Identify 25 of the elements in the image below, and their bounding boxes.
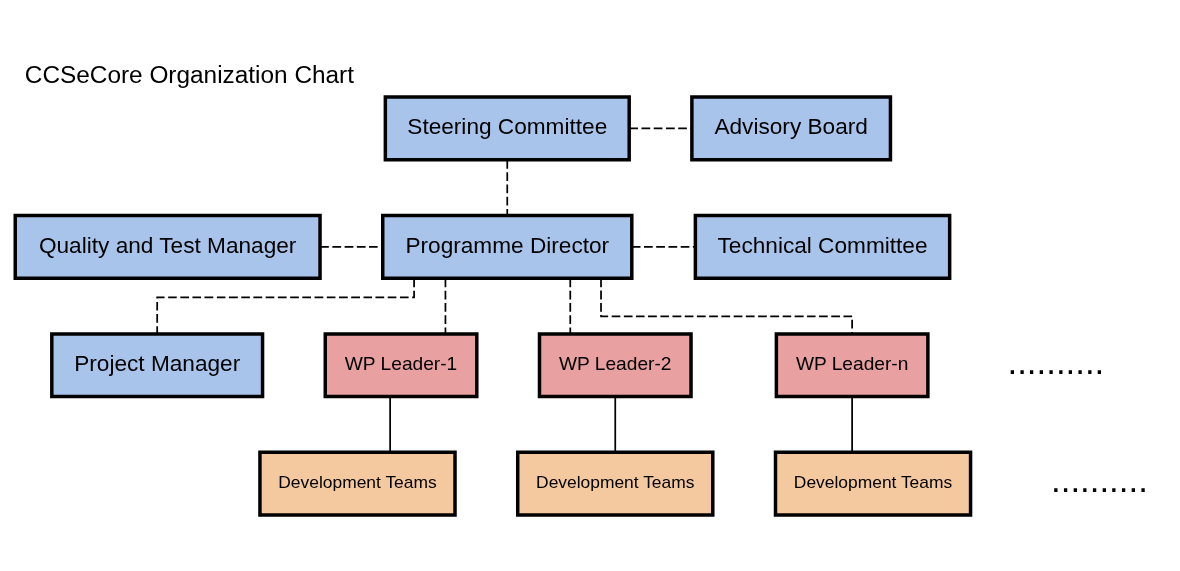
node-box: Development Teams — [258, 450, 457, 517]
connector — [156, 277, 415, 335]
node-box: Advisory Board — [690, 94, 893, 161]
node-box: Technical Committee — [693, 213, 952, 280]
node-box: Development Teams — [516, 450, 715, 517]
connector — [600, 277, 853, 334]
connector — [506, 158, 509, 216]
connector — [569, 277, 572, 334]
node-box: Steering Committee — [383, 94, 631, 161]
label: .......... — [1051, 459, 1148, 499]
label: .......... — [1007, 341, 1105, 381]
node-box: Programme Director — [381, 213, 634, 280]
connector — [851, 395, 853, 453]
node-box: Development Teams — [773, 450, 973, 517]
node-box: WP Leader-1 — [323, 331, 479, 398]
connector — [444, 277, 447, 334]
connector — [631, 245, 697, 248]
node-box: WP Leader-n — [774, 331, 930, 398]
connector — [628, 127, 693, 129]
node-box: Quality and Test Manager — [13, 213, 322, 280]
diagram-title: CCSeCore Organization Chart — [24, 60, 355, 88]
connector — [389, 395, 391, 453]
connector — [614, 395, 617, 453]
node-box: WP Leader-2 — [537, 331, 693, 398]
node-box: Project Manager — [50, 331, 265, 398]
